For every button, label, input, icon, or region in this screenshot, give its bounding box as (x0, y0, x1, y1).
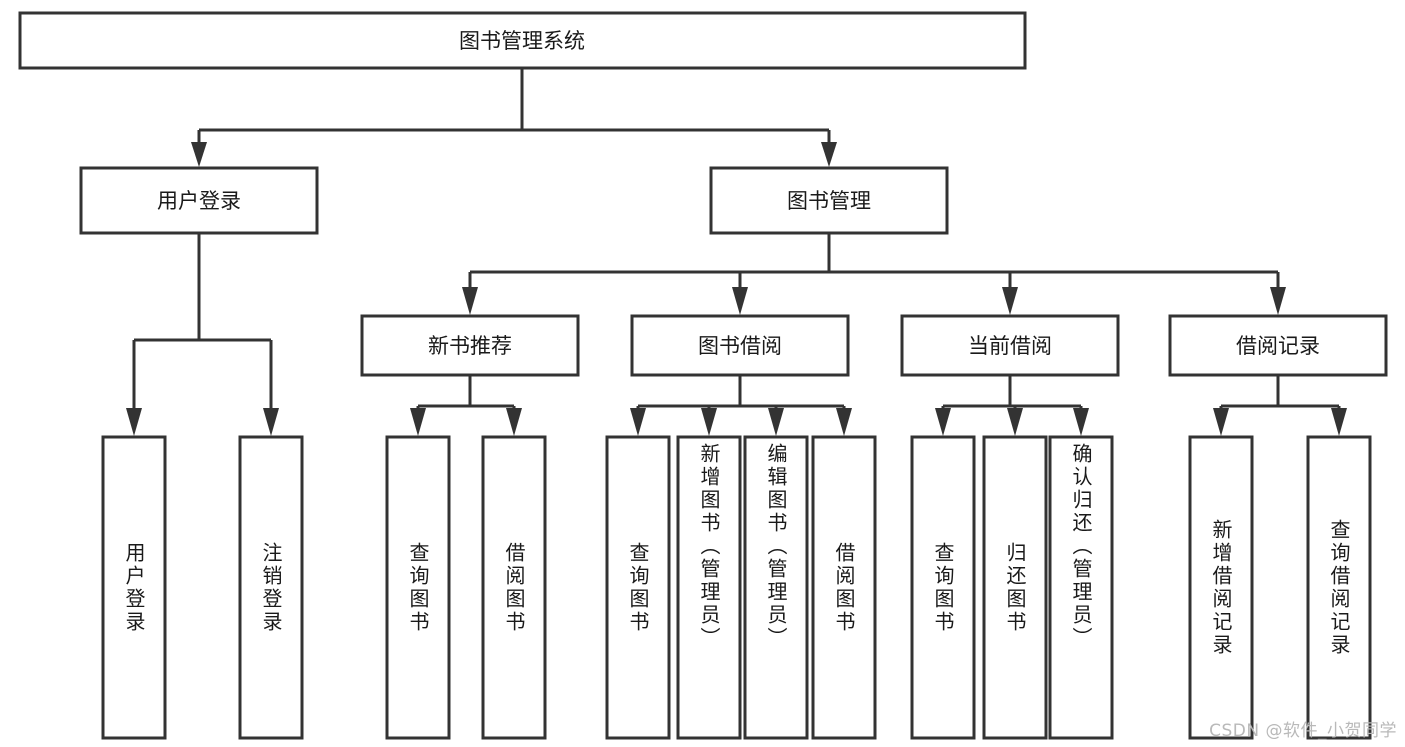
node-root-label: 图书管理系统 (459, 29, 585, 53)
arrowhead-leaf-add-book-admin (701, 408, 717, 436)
arrowhead-leaf-edit-book-admin (768, 408, 784, 436)
arrowhead-leaf-add-borrow-record (1213, 408, 1229, 436)
node-leaf-query-borrow-record[interactable] (1306, 435, 1372, 740)
arrowhead-leaf-borrow-book-2 (836, 408, 852, 436)
arrowhead-leaf-logout (263, 408, 279, 436)
arrowhead-leaf-borrow-book-1 (506, 408, 522, 436)
arrowhead-book-borrow (732, 287, 748, 315)
arrowhead-leaf-query-book-1 (410, 408, 426, 436)
node-borrow-record-label: 借阅记录 (1236, 334, 1320, 358)
node-current-borrow-label: 当前借阅 (968, 334, 1052, 358)
watermark: CSDN @软件_小贺同学 (1209, 721, 1397, 741)
node-leaf-logout[interactable] (238, 435, 304, 740)
arrowhead-leaf-confirm-return-admin (1073, 408, 1089, 436)
arrowhead-leaf-query-book-2 (630, 408, 646, 436)
arrowhead-leaf-query-borrow-record (1331, 408, 1347, 436)
nodes-group: 图书管理系统 用户登录 图书管理 新书推荐 图书借阅 当前 (18, 11, 1388, 740)
node-book-manage[interactable]: 图书管理 (709, 166, 949, 235)
edges-group (126, 68, 1347, 436)
node-leaf-query-book-2[interactable] (605, 435, 671, 740)
node-new-book-recommend-label: 新书推荐 (428, 334, 512, 358)
node-leaf-borrow-book-2[interactable] (811, 435, 877, 740)
node-leaf-return-book[interactable] (982, 435, 1048, 740)
node-leaf-borrow-book-1[interactable] (481, 435, 547, 740)
node-leaf-confirm-return-admin[interactable] (1048, 435, 1114, 740)
arrowhead-leaf-return-book (1007, 408, 1023, 436)
node-leaf-query-book-3[interactable] (910, 435, 976, 740)
arrowhead-user-login (191, 142, 207, 167)
node-book-borrow-label: 图书借阅 (698, 334, 782, 358)
arrowhead-leaf-user-login (126, 408, 142, 436)
node-new-book-recommend[interactable]: 新书推荐 (360, 314, 580, 377)
node-leaf-query-book-1[interactable] (385, 435, 451, 740)
arrowhead-borrow-record (1270, 287, 1286, 315)
arrowhead-leaf-query-book-3 (935, 408, 951, 436)
node-leaf-user-login[interactable] (101, 435, 167, 740)
node-user-login-label: 用户登录 (157, 189, 241, 213)
arrowhead-new-book-recommend (462, 287, 478, 315)
arrowhead-current-borrow (1002, 287, 1018, 315)
arrowhead-book-manage (821, 142, 837, 167)
node-book-manage-label: 图书管理 (787, 189, 871, 213)
node-leaf-edit-book-admin[interactable] (743, 435, 809, 740)
node-borrow-record[interactable]: 借阅记录 (1168, 314, 1388, 377)
node-book-borrow[interactable]: 图书借阅 (630, 314, 850, 377)
node-root[interactable]: 图书管理系统 (18, 11, 1027, 70)
node-leaf-add-borrow-record[interactable] (1188, 435, 1254, 740)
node-current-borrow[interactable]: 当前借阅 (900, 314, 1120, 377)
node-leaf-add-book-admin[interactable] (676, 435, 742, 740)
node-user-login[interactable]: 用户登录 (79, 166, 319, 235)
